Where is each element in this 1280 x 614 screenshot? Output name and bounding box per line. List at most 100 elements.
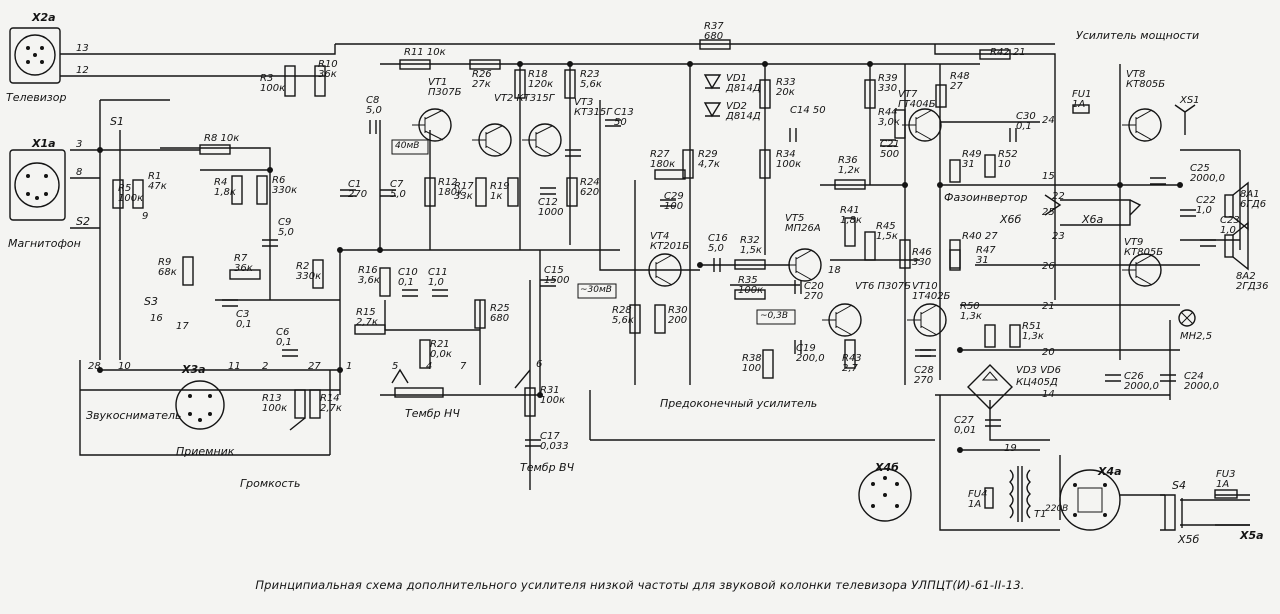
label-pre-final-amp: Предоконечный усилитель (660, 397, 818, 410)
label-s4: S4 (1172, 479, 1186, 492)
node-label: 8 (76, 167, 83, 178)
label-x4a: X4а (1098, 465, 1122, 478)
transformer-t1 (1009, 466, 1031, 522)
wiring (60, 43, 1250, 531)
node-label: 19 (1004, 443, 1017, 454)
connector-x6-icon (1044, 194, 1142, 226)
node-label: 23 (1052, 231, 1065, 242)
node-label: 21 (1042, 301, 1055, 312)
label-bridge: КЦ405Д (1016, 377, 1058, 388)
node-label: 20 (1042, 347, 1055, 358)
label-power-amp: Усилитель мощности (1076, 29, 1200, 42)
label-r8: R8 10к (204, 133, 240, 144)
diodes (703, 74, 1196, 410)
node-label: 6 (536, 359, 543, 370)
output-jack-xs1-icon (1174, 104, 1196, 135)
node-label: 11 (228, 361, 241, 372)
schematic-caption: Принципиальная схема дополнительного уси… (255, 578, 1025, 592)
node-label: 12 (76, 65, 89, 76)
resistors (112, 39, 1021, 419)
label-mains-220v: 220В (1045, 504, 1069, 514)
connector-x1a-icon (9, 149, 66, 221)
label-x6b: X6б (1000, 213, 1022, 226)
node-label: 13 (76, 43, 89, 54)
node-label: 10 (118, 361, 131, 372)
label-sound-pickup: Звукосниматель (86, 409, 182, 422)
connectors (9, 27, 1250, 531)
label-x2a: X2а (32, 11, 56, 24)
node-label: 26 (1042, 261, 1055, 272)
node-label: 16 (150, 313, 163, 324)
node-label: 15 (1042, 171, 1055, 182)
node-label: 2 (262, 361, 269, 372)
label-signal-40mv: 40мВ (395, 141, 420, 151)
label-vd3: VD3 VD6 (1016, 365, 1061, 376)
node-label: 7 (460, 361, 467, 372)
speaker-icon (1224, 221, 1249, 271)
label-x4b: X4б (875, 461, 899, 474)
label-x5b: X5б (1178, 533, 1200, 546)
potentiometers (289, 368, 531, 431)
label-bass-tone: Тембр НЧ (405, 407, 460, 420)
capacitors (222, 119, 1216, 447)
node-label: 1 (346, 361, 353, 372)
label-s3: S3 (144, 295, 158, 308)
node-label: 3 (76, 139, 83, 150)
label-s1: S1 (110, 115, 124, 128)
label-r42: R42 21 (990, 47, 1026, 58)
node-label: 18 (828, 265, 841, 276)
label-xs1: XS1 (1180, 95, 1200, 106)
label-vt6: VT6 П307Б (855, 281, 911, 292)
label-phase-inverter: Фазоинвертор (944, 191, 1028, 204)
speaker-icon (1224, 181, 1249, 231)
